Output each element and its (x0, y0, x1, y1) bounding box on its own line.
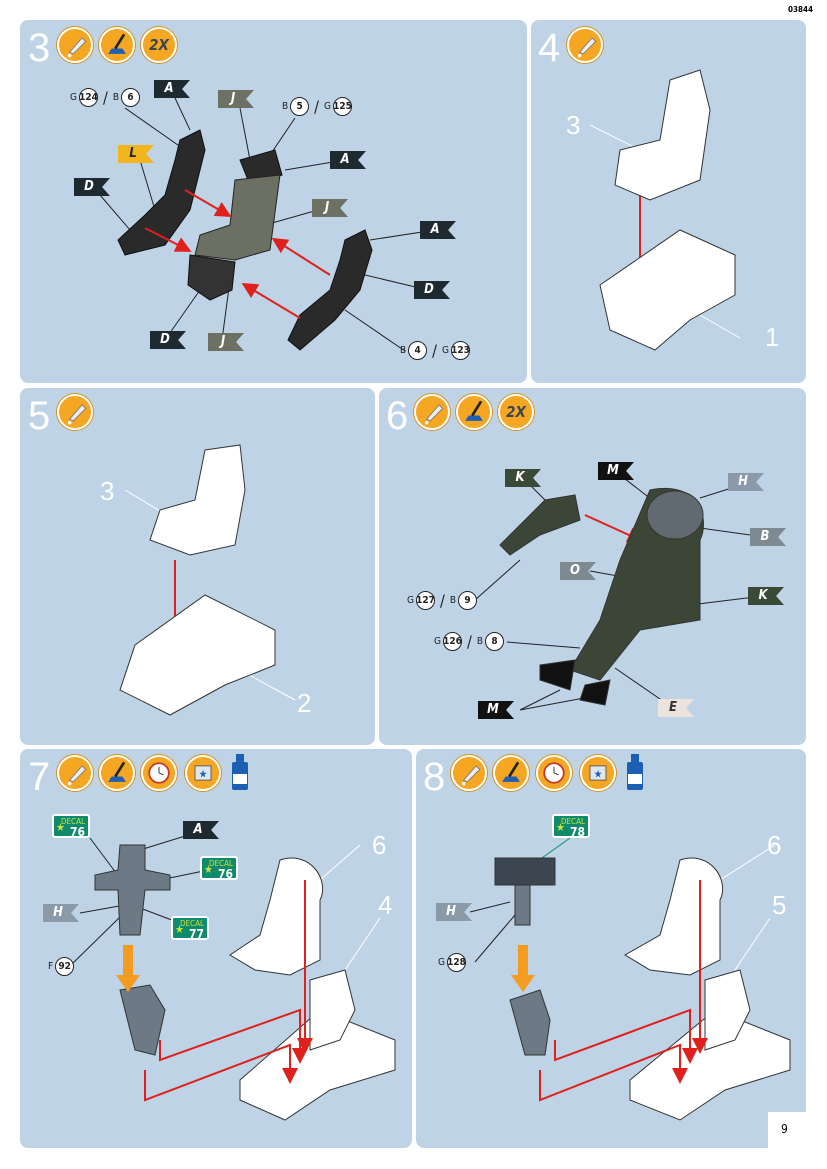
callout-number: 6 (372, 830, 387, 860)
color-flag: A (420, 221, 456, 239)
paint-brush-icon (99, 755, 135, 791)
color-flag: J (312, 199, 348, 217)
color-flag: E (658, 699, 694, 717)
page-code: 03844 (787, 5, 813, 14)
clock-icon (141, 755, 177, 791)
glue-tube-icon (57, 755, 93, 791)
color-flag: A (183, 821, 219, 839)
twice-icon: 2X (141, 27, 177, 63)
step-number: 6 (386, 394, 409, 438)
svg-text:★: ★ (199, 767, 208, 780)
step-number: 3 (28, 26, 51, 70)
step-number: 8 (423, 755, 446, 799)
decal-soft-bottle-icon (627, 754, 643, 790)
step-number: 7 (28, 755, 51, 799)
color-flag: K (505, 469, 541, 487)
callout-number: 3 (100, 476, 115, 506)
callout-number: 5 (772, 890, 787, 920)
clock-icon (536, 755, 572, 791)
color-flag: M (478, 701, 514, 719)
paint-brush-icon (99, 27, 135, 63)
color-flag: D (74, 178, 110, 196)
glue-tube-icon (57, 394, 93, 430)
page-number: 9 (781, 1122, 788, 1136)
glue-tube-icon (57, 27, 93, 63)
callout-number: 1 (765, 322, 780, 352)
paint-brush-icon (456, 394, 492, 430)
svg-text:★: ★ (594, 767, 603, 780)
color-flag: A (330, 151, 366, 169)
page-number-box (768, 1112, 810, 1152)
glue-tube-icon (451, 755, 487, 791)
callout-number: 3 (566, 110, 581, 140)
color-flag: B (750, 528, 786, 546)
color-flag: M (598, 462, 634, 480)
callout-number: 6 (767, 830, 782, 860)
color-flag: H (436, 903, 472, 921)
color-flag: D (150, 331, 186, 349)
color-flag: K (748, 587, 784, 605)
glue-tube-icon (414, 394, 450, 430)
decal-icon: ★ (580, 755, 616, 791)
glue-tube-icon (567, 27, 603, 63)
step-number: 5 (28, 394, 51, 438)
color-flag: J (208, 333, 244, 351)
twice-icon: 2X (498, 394, 534, 430)
paint-brush-icon (493, 755, 529, 791)
color-flag: J (218, 90, 254, 108)
decal-soft-bottle-icon (232, 754, 248, 790)
color-flag: O (560, 562, 596, 580)
color-flag: H (43, 904, 79, 922)
color-flag: D (414, 281, 450, 299)
callout-number: 2 (297, 688, 312, 718)
color-flag: A (154, 80, 190, 98)
decal-icon: ★ (185, 755, 221, 791)
color-flag: H (728, 473, 764, 491)
color-flag: L (118, 145, 154, 163)
callout-number: 4 (378, 890, 393, 920)
step-number: 4 (538, 26, 561, 70)
